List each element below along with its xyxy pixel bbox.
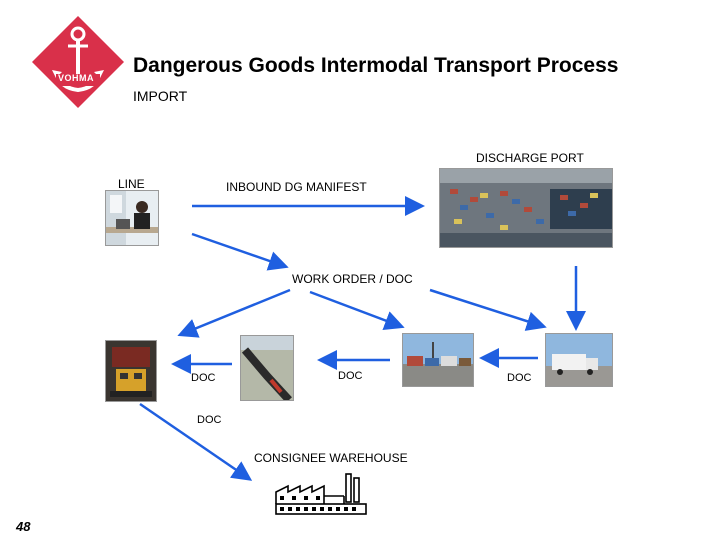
arrow-workorder-to-terminal: [310, 292, 400, 326]
arrow-line-to-workorder: [192, 234, 284, 266]
arrow-rail-to-warehouse: [140, 404, 248, 478]
arrow-workorder-to-truck: [430, 290, 542, 326]
arrow-workorder-to-rail: [182, 290, 290, 334]
